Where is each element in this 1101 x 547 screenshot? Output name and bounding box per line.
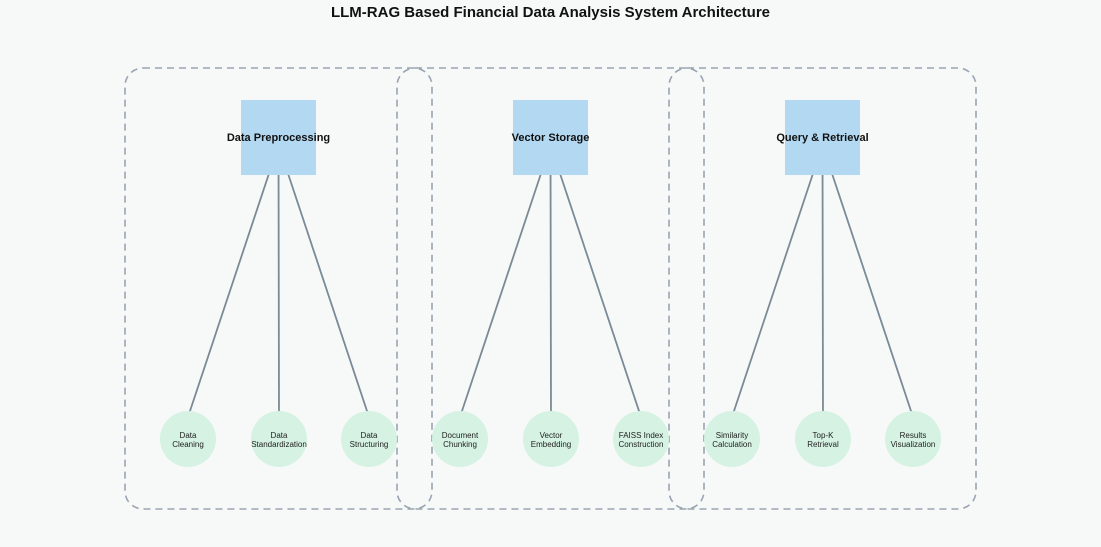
sub-node-top-k-retrieval [795,411,851,467]
sub-node-vector-embedding [523,411,579,467]
group-border-query-retrieval [668,67,977,510]
main-box-vector-storage [513,100,588,175]
edge-query-retrieval-to-results-visualization [821,144,914,418]
edge-data-preprocessing-to-data-structuring [277,144,370,418]
main-label-data-preprocessing: Data Preprocessing [227,132,330,144]
edge-vector-storage-to-faiss-index-construction [549,144,642,418]
sub-node-data-cleaning [160,411,216,467]
group-border-data-preprocessing [124,67,433,510]
sub-node-faiss-index-construction [613,411,669,467]
edge-data-preprocessing-to-data-standardization [277,144,280,418]
group-border-vector-storage [396,67,705,510]
main-box-query-retrieval [785,100,860,175]
main-label-vector-storage: Vector Storage [512,132,590,144]
sub-node-data-structuring [341,411,397,467]
edge-query-retrieval-to-top-k-retrieval [821,144,824,418]
edge-vector-storage-to-vector-embedding [549,144,552,418]
main-box-data-preprocessing [241,100,316,175]
sub-node-data-standardization [251,411,307,467]
diagram-title: LLM-RAG Based Financial Data Analysis Sy… [330,4,770,21]
edge-data-preprocessing-to-data-cleaning [187,144,280,418]
main-label-query-retrieval: Query & Retrieval [776,132,868,144]
sub-node-document-chunking [432,411,488,467]
edge-vector-storage-to-document-chunking [459,144,552,418]
edge-query-retrieval-to-similarity-calculation [731,144,824,418]
sub-node-similarity-calculation [704,411,760,467]
sub-node-results-visualization [885,411,941,467]
